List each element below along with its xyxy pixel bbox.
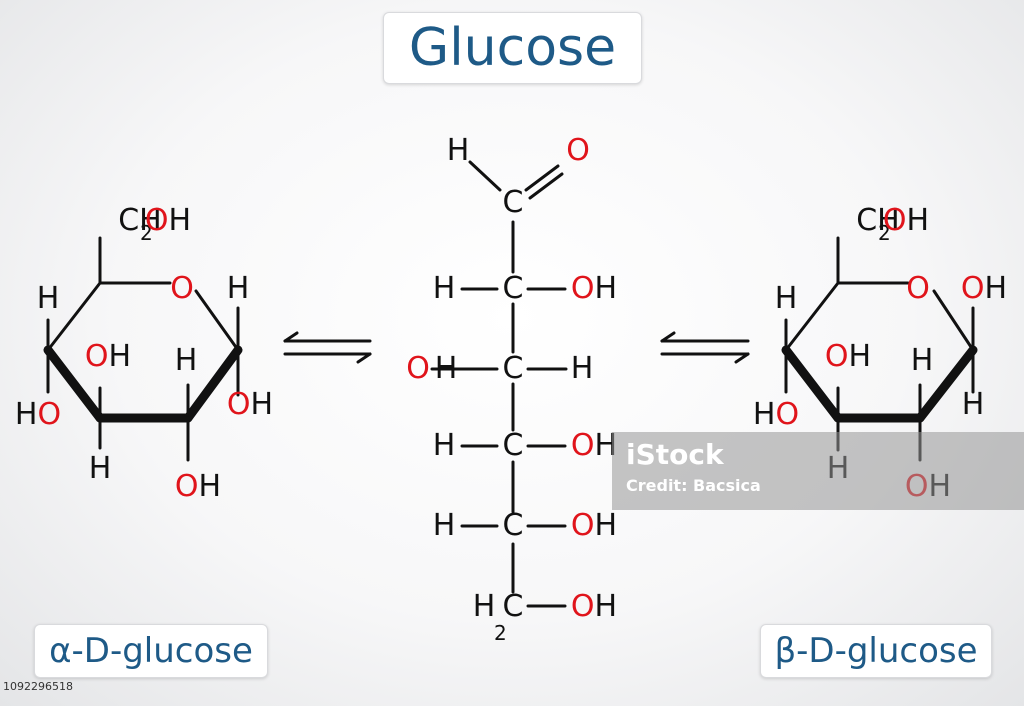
- wedge-bond: [781, 345, 843, 423]
- atom-label: OH: [85, 339, 131, 374]
- bond: [46, 281, 102, 352]
- atom-label: H: [775, 281, 798, 316]
- bond: [528, 172, 564, 200]
- atom-label: HO: [15, 397, 61, 432]
- atom-label: CH: [856, 203, 900, 238]
- watermark-credit: Credit: Bacsica: [626, 476, 761, 495]
- atom-label: HO: [753, 397, 799, 432]
- atom-label: C: [503, 185, 524, 220]
- atom-label: OH: [145, 203, 191, 238]
- atom-label: O: [566, 133, 590, 168]
- atom-label: OH: [883, 203, 929, 238]
- alpha-glucose-label: α-D-glucose: [34, 624, 268, 678]
- bond: [932, 289, 975, 352]
- atom-label: H: [89, 451, 112, 486]
- atom-label: H: [962, 387, 985, 422]
- atom-label: O: [170, 271, 194, 306]
- atom-label: OH: [825, 339, 871, 374]
- title-label: Glucose: [383, 12, 642, 84]
- atom-label: H: [435, 351, 458, 386]
- watermark: iStock Credit: Bacsica: [612, 432, 1024, 510]
- title-text: Glucose: [408, 18, 617, 78]
- atom-label: C: [503, 271, 524, 306]
- atom-label: OH: [571, 508, 617, 543]
- atom-label: OH: [227, 387, 273, 422]
- bond: [660, 331, 676, 343]
- bond: [356, 352, 372, 364]
- atom-label: H: [175, 343, 198, 378]
- atom-label: OH: [571, 589, 617, 624]
- wedge-bond: [183, 345, 243, 423]
- atom-label: OH: [571, 271, 617, 306]
- atom-label: OH: [961, 271, 1007, 306]
- atom-label: H: [433, 271, 456, 306]
- wedge-bond: [915, 345, 978, 423]
- atom-label: H: [227, 271, 250, 306]
- atom-label: H: [433, 508, 456, 543]
- bond: [524, 164, 560, 192]
- atom-label: H: [473, 589, 496, 624]
- atom-label: OH: [571, 428, 617, 463]
- atom-label: H: [911, 343, 934, 378]
- subscript: 2: [140, 221, 153, 245]
- bond: [194, 289, 240, 352]
- atom-label: C: [503, 508, 524, 543]
- atom-label: O: [906, 271, 930, 306]
- subscript: 2: [494, 621, 507, 645]
- wedge-bond: [43, 345, 105, 423]
- atom-label: OH: [175, 469, 221, 504]
- subscript: 2: [878, 221, 891, 245]
- beta-glucose-text: β-D-glucose: [774, 631, 978, 671]
- bond: [468, 160, 502, 192]
- atom-label: H: [37, 281, 60, 316]
- atom-label: H: [433, 428, 456, 463]
- atom-label: H: [571, 351, 594, 386]
- stock-id: 1092296518: [3, 680, 73, 693]
- atom-label: C: [503, 351, 524, 386]
- bond: [784, 281, 840, 352]
- atom-label: O: [406, 351, 430, 386]
- bond: [283, 331, 299, 343]
- bond: [734, 352, 750, 364]
- atom-label: C: [503, 428, 524, 463]
- watermark-logo: iStock: [626, 438, 724, 471]
- atom-label: CH: [118, 203, 162, 238]
- atom-label: C: [503, 589, 524, 624]
- atom-label: H: [447, 133, 470, 168]
- beta-glucose-label: β-D-glucose: [760, 624, 992, 678]
- alpha-glucose-text: α-D-glucose: [49, 631, 253, 671]
